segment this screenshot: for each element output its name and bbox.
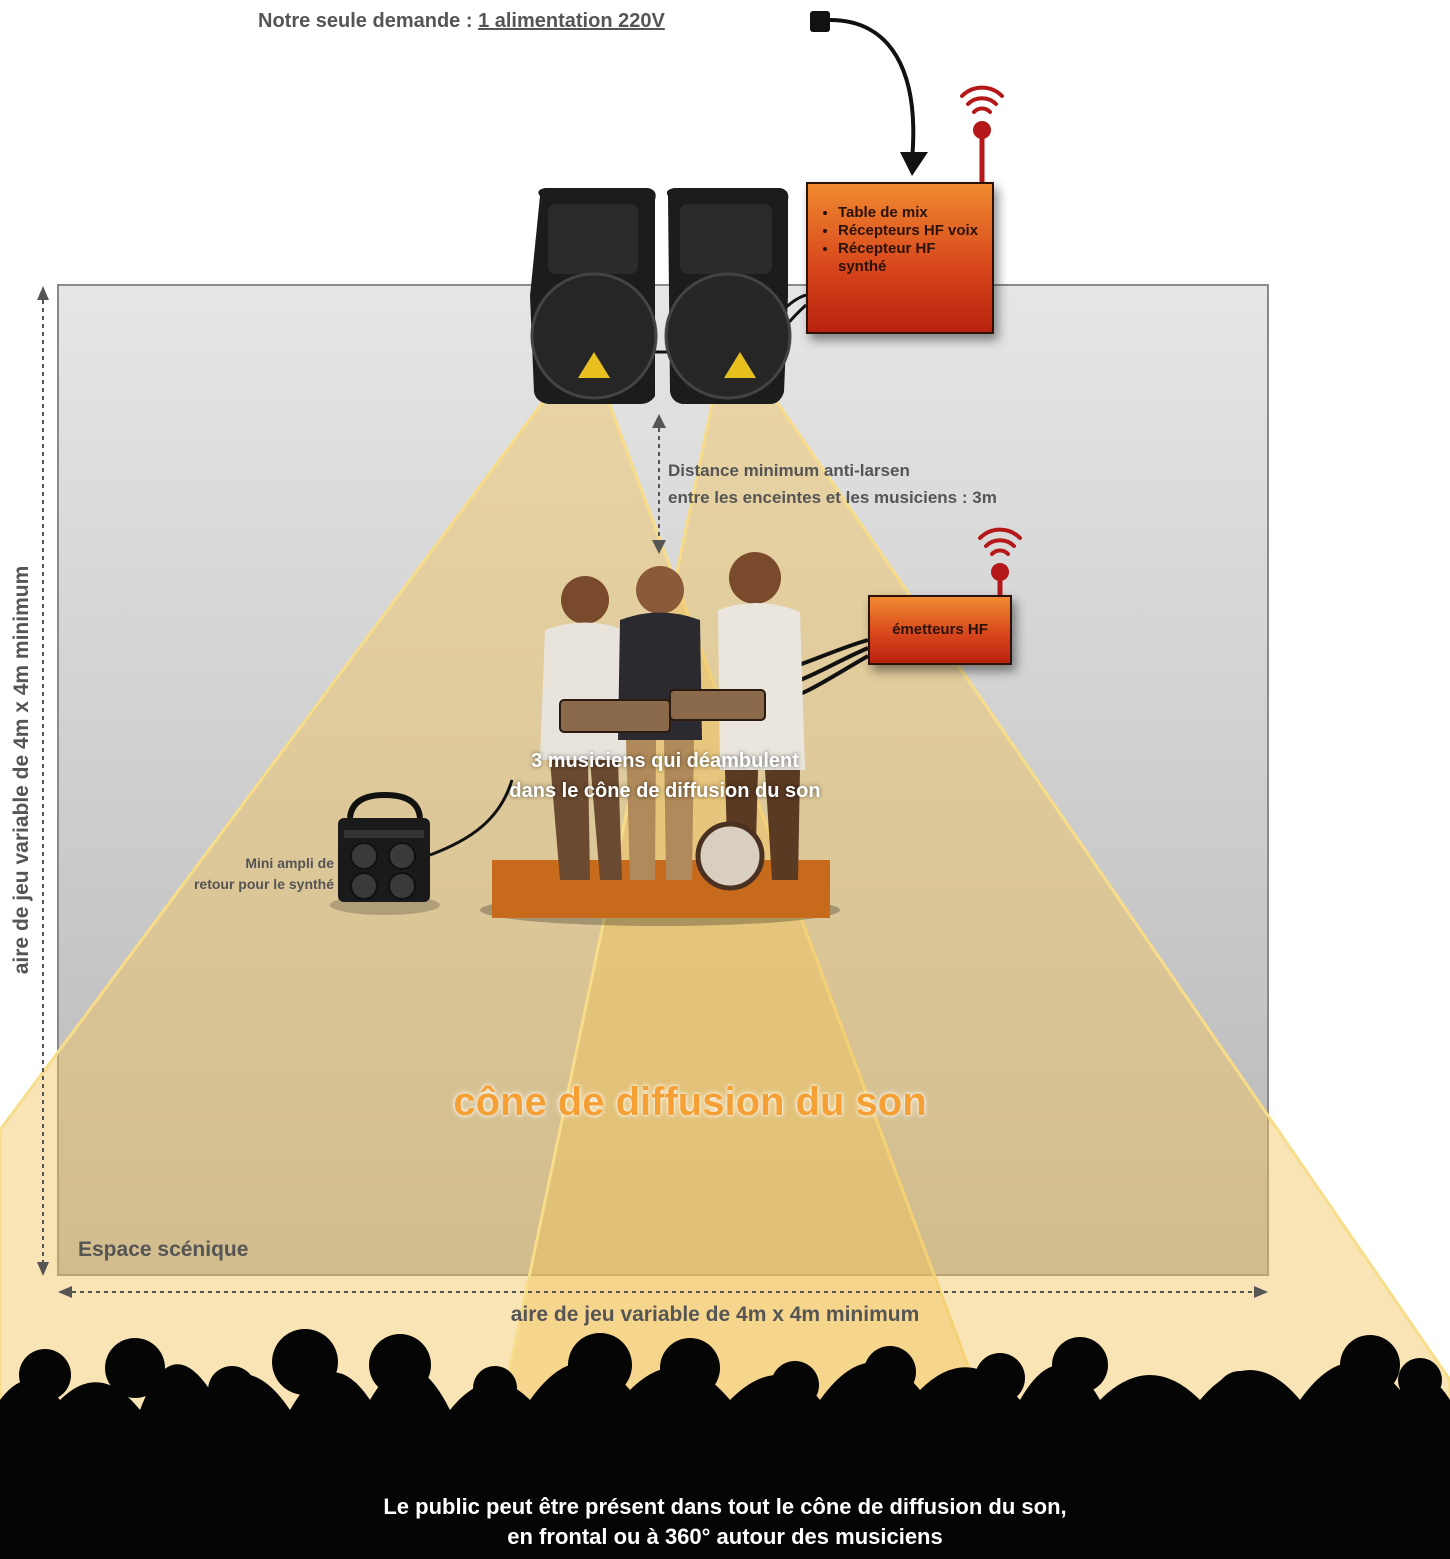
amp-cable — [429, 779, 514, 857]
hf-cable — [799, 654, 869, 696]
stage-width-arrow-right — [1254, 1286, 1268, 1298]
audience-line-2: en frontal ou à 360° autour des musicien… — [507, 1524, 943, 1549]
mix-receiver-box: Table de mix Récepteurs HF voix Récepteu… — [806, 182, 994, 334]
speaker-icon — [664, 188, 792, 404]
anti-feedback-distance-note: Distance minimum anti-larsen entre les e… — [668, 457, 997, 511]
stage-label: Espace scénique — [78, 1238, 249, 1261]
stage-width-arrow-left — [58, 1286, 72, 1298]
speaker-icon — [530, 188, 658, 404]
audience-line-1: Le public peut être présent dans tout le… — [383, 1494, 1067, 1519]
mix-item-voice-receivers: Récepteurs HF voix — [838, 222, 986, 240]
mini-amp-icon — [330, 791, 440, 915]
amp-line-2: retour pour le synthé — [193, 876, 334, 892]
musicians-note: 3 musiciens qui déambulent dans le cône … — [440, 746, 890, 806]
power-cable — [829, 18, 916, 161]
mix-item-mixer: Table de mix — [838, 204, 986, 222]
wifi-signal-icon — [978, 527, 1022, 556]
power-arrow — [900, 152, 928, 176]
mix-item-synth-receiver: Récepteur HF synthé — [838, 240, 986, 276]
mini-amp-note: Mini ampli de retour pour le synthé — [120, 853, 334, 895]
distance-arrow-head-bottom — [652, 540, 666, 554]
stage-width-label: aire de jeu variable de 4m x 4m minimum — [510, 1303, 920, 1326]
distance-line-1: Distance minimum anti-larsen — [668, 461, 910, 480]
stage-depth-arrow-bottom — [37, 1262, 49, 1276]
musicians-line-2: dans le cône de diffusion du son — [509, 780, 821, 802]
distance-line-2: entre les enceintes et les musiciens : 3… — [668, 488, 997, 507]
stage-depth-arrow-top — [37, 286, 49, 300]
distance-arrow-head-top — [652, 414, 666, 428]
power-requirement-note: Notre seule demande : 1 alimentation 220… — [258, 10, 665, 33]
musicians-line-1: 3 musiciens qui déambulent — [531, 750, 799, 772]
cone-label: cône de diffusion du son — [453, 1080, 927, 1124]
power-requirement-value: 1 alimentation 220V — [478, 10, 665, 32]
antenna-icon — [991, 563, 1009, 581]
amp-line-1: Mini ampli de — [245, 855, 334, 871]
audience-silhouette-icon — [0, 1329, 1450, 1559]
antenna-icon — [973, 121, 991, 139]
hf-transmitter-label: émetteurs HF — [892, 621, 988, 638]
power-requirement-prefix: Notre seule demande : — [258, 10, 479, 32]
hf-transmitter-box: émetteurs HF — [868, 595, 1012, 665]
mix-receiver-list: Table de mix Récepteurs HF voix Récepteu… — [808, 184, 992, 276]
stage-depth-label: aire de jeu variable de 4m x 4m minimum — [10, 565, 33, 975]
wifi-signal-icon — [960, 85, 1004, 114]
power-plug-icon — [810, 11, 830, 32]
audience-note: Le public peut être présent dans tout le… — [100, 1492, 1350, 1552]
musicians-photo — [480, 552, 840, 926]
